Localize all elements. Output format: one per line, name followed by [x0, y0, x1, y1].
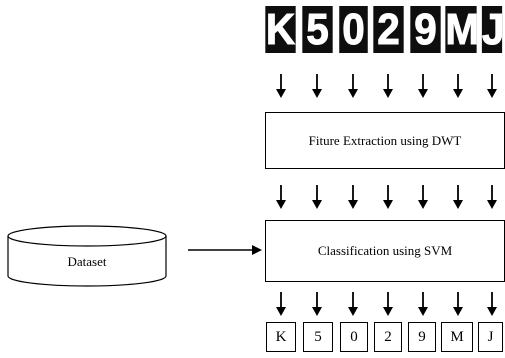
char-image-m: M [445, 6, 477, 53]
down-arrow [348, 292, 358, 316]
down-arrow [276, 74, 286, 98]
char-image-2: 2 [373, 6, 404, 53]
down-arrow [487, 185, 497, 209]
dataset-to-classifier-arrow [188, 245, 262, 255]
output-char-9: 9 [408, 322, 436, 352]
char-image-5: 5 [302, 6, 333, 53]
down-arrow [453, 292, 463, 316]
classification-label: Classification using SVM [317, 243, 453, 258]
output-char-k: K [266, 322, 296, 352]
down-arrow [312, 292, 322, 316]
dataset-label: Dataset [67, 254, 107, 269]
down-arrow [383, 292, 393, 316]
down-arrow [418, 185, 428, 209]
output-char-j: J [478, 322, 503, 352]
down-arrow [312, 74, 322, 98]
down-arrow [383, 74, 393, 98]
down-arrow [418, 292, 428, 316]
char-image-k: K [265, 6, 296, 53]
feature-extraction-box: Fiture Extraction using DWT [265, 112, 505, 169]
down-arrow [383, 185, 393, 209]
down-arrow [487, 74, 497, 98]
down-arrow [487, 292, 497, 316]
output-char-5: 5 [303, 322, 333, 352]
output-char-m: M [441, 322, 473, 352]
output-char-0: 0 [340, 322, 368, 352]
down-arrow [276, 292, 286, 316]
down-arrow [348, 74, 358, 98]
char-image-0: 0 [339, 6, 368, 53]
classification-box: Classification using SVM [265, 220, 505, 282]
char-image-j: J [481, 6, 503, 53]
feature-extraction-label: Fiture Extraction using DWT [308, 132, 462, 148]
cylinder-shape [7, 225, 167, 287]
down-arrow [312, 185, 322, 209]
down-arrow [418, 74, 428, 98]
dataset-cylinder: Dataset [7, 225, 167, 287]
output-char-2: 2 [374, 322, 402, 352]
char-image-9: 9 [410, 6, 441, 53]
down-arrow [453, 74, 463, 98]
down-arrow [453, 185, 463, 209]
down-arrow [276, 185, 286, 209]
down-arrow [348, 185, 358, 209]
